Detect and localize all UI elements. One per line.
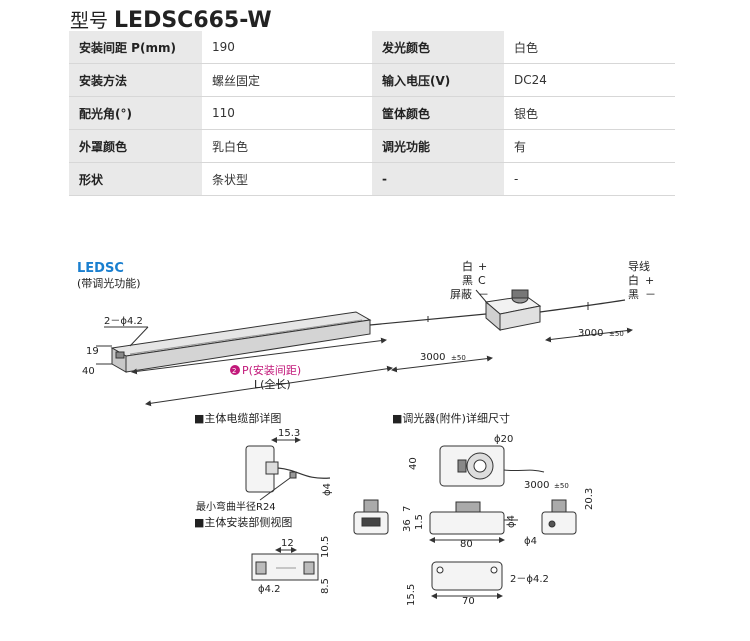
dim-40: 40 bbox=[82, 366, 95, 377]
cable-dim-line-1 bbox=[391, 355, 493, 373]
length-label: L(全长) bbox=[254, 377, 291, 391]
spec-value: 110 bbox=[202, 96, 372, 130]
dim-10-5: 10.5 bbox=[320, 536, 331, 558]
spec-table: 安装间距 P(mm) 190 发光颜色 白色 安装方法 螺丝固定 输入电压(V)… bbox=[69, 31, 675, 196]
dim-80: 80 bbox=[460, 539, 473, 550]
spec-key: 形状 bbox=[69, 162, 202, 196]
spec-value: 190 bbox=[202, 31, 372, 64]
spec-value: 螺丝固定 bbox=[202, 63, 372, 97]
wire-sign: － bbox=[645, 288, 656, 301]
product-subtitle: (带调光功能) bbox=[77, 276, 141, 290]
spec-key: 调光功能 bbox=[372, 129, 504, 163]
dimmer-bottom-view bbox=[431, 561, 503, 591]
dimmer-top-view bbox=[439, 445, 545, 487]
dim-40-dimmer: 40 bbox=[408, 457, 419, 470]
dim-2phi4-2: 2－ϕ4.2 bbox=[510, 574, 549, 585]
spec-row: 外罩颜色 乳白色 调光功能 有 bbox=[69, 129, 675, 163]
spec-key: 筐体颜色 bbox=[372, 96, 504, 130]
dim-phi4: ϕ4 bbox=[322, 483, 333, 496]
bend-radius: 最小弯曲半径R24 bbox=[196, 500, 276, 513]
pitch-badge-num: 2 bbox=[232, 367, 236, 375]
dim-phi20: ϕ20 bbox=[494, 434, 513, 445]
dim-tol-dimmer: ±50 bbox=[554, 482, 569, 490]
section-dimmer-detail: ■调光器(附件)详细尺寸 bbox=[392, 411, 510, 425]
dim-12: 12 bbox=[281, 538, 294, 549]
dim-7: 7 bbox=[402, 506, 413, 512]
wire-white-right: 白 bbox=[628, 273, 639, 287]
dim-3000-dimmer: 3000 bbox=[524, 480, 549, 491]
spec-value: 银色 bbox=[504, 96, 675, 130]
dimmer-body bbox=[484, 289, 542, 332]
section-side-view: ■主体安装部侧视图 bbox=[194, 515, 292, 529]
dim-8-5: 8.5 bbox=[320, 578, 331, 594]
dim-1-5: 1.5 bbox=[414, 514, 425, 530]
wire-black-right: 黑 bbox=[628, 288, 639, 301]
dim-36: 36 bbox=[402, 519, 413, 532]
led-bar bbox=[110, 311, 372, 373]
cable-length-1: 3000 bbox=[420, 352, 445, 363]
dim-phi4-dimmer: ϕ4 bbox=[506, 515, 517, 528]
cable-tol-1: ±50 bbox=[451, 354, 466, 362]
spec-key: - bbox=[372, 162, 504, 196]
dimmer-front-left bbox=[353, 499, 389, 535]
section-cable-detail: ■主体电缆部详图 bbox=[194, 411, 281, 425]
spec-value: 有 bbox=[504, 129, 675, 163]
spec-row: 配光角(°) 110 筐体颜色 银色 bbox=[69, 96, 675, 130]
dim-hole: 2－ϕ4.2 bbox=[104, 316, 143, 327]
wire-shield: 屏蔽 bbox=[450, 288, 472, 301]
spec-value: 白色 bbox=[504, 31, 675, 64]
cable-detail-view bbox=[245, 445, 331, 493]
side-view bbox=[251, 553, 319, 581]
dimmer-front-right bbox=[541, 499, 577, 535]
spec-value: - bbox=[504, 162, 675, 196]
dim-phi4-right: ϕ4 bbox=[524, 536, 537, 547]
dim-19: 19 bbox=[86, 346, 99, 357]
spec-key: 安装方法 bbox=[69, 63, 202, 97]
cable-tol-2: ±50 bbox=[609, 330, 624, 338]
spec-value: DC24 bbox=[504, 63, 675, 97]
model-number: LEDSC665-W bbox=[114, 8, 272, 33]
spec-row: 安装间距 P(mm) 190 发光颜色 白色 bbox=[69, 31, 675, 64]
dim-15-3: 15.3 bbox=[278, 428, 300, 439]
length-dim-line bbox=[145, 365, 393, 407]
cable-right bbox=[539, 299, 626, 313]
spec-value: 乳白色 bbox=[202, 129, 372, 163]
dimmer-side bbox=[429, 501, 518, 535]
spec-value: 条状型 bbox=[202, 162, 372, 196]
product-label: LEDSC bbox=[77, 261, 124, 276]
wire-sign: C bbox=[478, 274, 486, 287]
shield-lead bbox=[475, 289, 489, 305]
wire-right-title: 导线 bbox=[628, 259, 650, 273]
wire-white: 白 bbox=[462, 259, 473, 273]
wire-sign: + bbox=[478, 260, 487, 273]
cable-dim-line-2 bbox=[545, 327, 633, 343]
cable-length-2: 3000 bbox=[578, 328, 603, 339]
spec-row: 安装方法 螺丝固定 输入电压(V) DC24 bbox=[69, 63, 675, 97]
pitch-label: P(安装间距) bbox=[242, 363, 301, 377]
dim-70: 70 bbox=[462, 596, 475, 607]
spec-key: 配光角(°) bbox=[69, 96, 202, 130]
spec-key: 输入电压(V) bbox=[372, 63, 504, 97]
wire-sign: － bbox=[478, 288, 489, 301]
spec-key: 外罩颜色 bbox=[69, 129, 202, 163]
dim-15-5: 15.5 bbox=[406, 584, 417, 606]
wire-sign: + bbox=[645, 274, 654, 287]
spec-key: 安装间距 P(mm) bbox=[69, 31, 202, 64]
title-prefix: 型号 bbox=[70, 10, 109, 32]
dim-phi4-2: ϕ4.2 bbox=[258, 584, 281, 595]
spec-row: 形状 条状型 - - bbox=[69, 162, 675, 196]
spec-key: 发光颜色 bbox=[372, 31, 504, 64]
wire-black: 黑 bbox=[462, 274, 473, 287]
cable-left bbox=[369, 313, 487, 326]
dim-20-3: 20.3 bbox=[584, 488, 595, 510]
